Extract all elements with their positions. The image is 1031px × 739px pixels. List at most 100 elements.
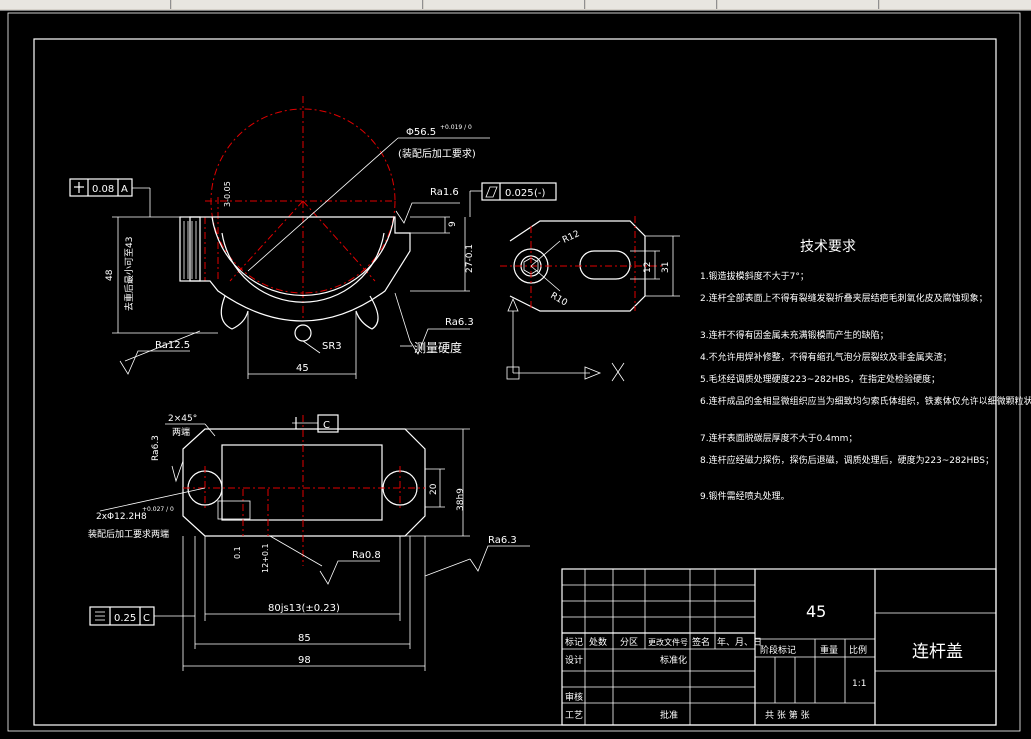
dim-small-2: 12+0.1 — [261, 543, 270, 573]
bore-dim: Φ56.5 — [406, 127, 436, 138]
flatness-tol-datum: A — [121, 184, 128, 195]
row-label: 年、月、日 — [717, 636, 762, 648]
dim-45: 45 — [296, 363, 309, 374]
tech-item: 7.连杆表面脱碳层厚度不大于0.4mm； — [700, 432, 857, 444]
tech-item: 6.连杆成品的金相显微组织应当为细致均匀索氏体组织，铁素体仅允许以细微颗粒状态存… — [700, 395, 1031, 407]
standardize-label: 标准化 — [660, 654, 687, 666]
hole-dim: 2xΦ12.2H8 — [96, 512, 147, 522]
dim-SR3: SR3 — [322, 341, 342, 352]
dim-R12: R12 — [561, 229, 581, 246]
bore-note: (装配后加工要求) — [398, 147, 476, 160]
roughness-top: Ra1.6 — [430, 187, 459, 198]
radial-line — [229, 200, 304, 282]
radial-line — [302, 200, 376, 282]
row-label: 更改文件号 — [648, 637, 688, 647]
tech-title: 技术要求 — [800, 239, 856, 255]
cylindricity-tol-frame — [481, 182, 557, 201]
bore-arc — [211, 216, 395, 296]
cad-toolbar[interactable] — [0, 0, 1031, 11]
inner-frame — [33, 38, 997, 726]
tech-item: 2.连杆全部表面上不得有裂缝发裂折叠夹层结疤毛刺氧化皮及腐蚀现象； — [700, 292, 988, 304]
dim-80: 80js13(±0.23) — [268, 603, 340, 614]
toolbar-segment[interactable] — [172, 0, 423, 9]
dim-20: 20 — [429, 483, 439, 495]
row-label: 标记 — [565, 636, 583, 648]
hole-tol: +0.027 / 0 — [142, 506, 174, 513]
roughness-symbol — [469, 545, 530, 572]
toolbar-segment[interactable] — [880, 0, 1031, 9]
cap-body-outline — [189, 216, 411, 322]
toolbar-segment[interactable] — [424, 0, 585, 9]
row-label: 签名 — [692, 636, 710, 648]
drawing-canvas[interactable]: Φ56.5 +0.019 / 0 (装配后加工要求) 0.08 A 3-0.05… — [0, 11, 1031, 739]
note-side: 去重后最小可至43 — [123, 237, 135, 311]
weight-label: 重量 — [820, 644, 838, 656]
roughness-front-left: Ra6.3 — [151, 435, 161, 461]
lug-left — [220, 295, 249, 330]
dim-height-side: 48 — [105, 269, 115, 281]
flatness-tol-frame — [69, 178, 133, 197]
material: 45 — [806, 602, 826, 621]
part-name: 连杆盖 — [912, 642, 963, 662]
title-block: 45 连杆盖 标记 处数 分区 更改文件号 签名 年、月、日 设计 标准化 审核… — [561, 568, 997, 726]
ucs-icon-box — [506, 366, 520, 380]
label-hardness: 测量硬度 — [414, 340, 462, 355]
datum-C: C — [323, 420, 330, 431]
view-side: R12 R10 12 31 — [500, 216, 680, 382]
scale-value: 1:1 — [852, 679, 866, 689]
row-label: 分区 — [620, 637, 638, 648]
cyl-tol-mod: (-) — [534, 188, 546, 199]
roughness-symbol — [319, 560, 380, 585]
outer-frame — [7, 12, 1021, 732]
view-top: Φ56.5 +0.019 / 0 (装配后加工要求) 0.08 A 3-0.05… — [69, 96, 557, 379]
approve-label: 批准 — [660, 709, 678, 721]
dim-27: 27-0.1 — [465, 244, 475, 273]
cylindricity-icon — [485, 186, 498, 198]
tech-requirements: 技术要求 1.锻造拔模斜度不大于7°； 2.连杆全部表面上不得有裂缝发裂折叠夹层… — [700, 239, 1031, 502]
roughness-symbol — [119, 350, 190, 375]
dim-9: 9 — [448, 221, 458, 227]
tech-item: 9.锻件需经喷丸处理。 — [700, 490, 790, 502]
hole-note: 装配后加工要求两端 — [88, 528, 169, 540]
reviewer-label: 审核 — [565, 691, 583, 703]
tech-item: 8.连杆应经磁力探伤，探伤后退磁，调质处理后，硬度为223~282HBS； — [700, 454, 994, 466]
process-label: 工艺 — [565, 710, 583, 721]
tech-item: 3.连杆不得有因金属未充满锻模而产生的缺陷； — [700, 329, 889, 341]
chamfer: 2×45° — [168, 414, 197, 424]
dim-98: 98 — [298, 655, 311, 666]
dim-31: 31 — [661, 262, 671, 273]
datum-C-frame — [317, 414, 339, 433]
stage-mark-label: 阶段标记 — [760, 644, 796, 656]
dim-R10: R10 — [549, 291, 570, 309]
tech-item: 4.不允许用焊补修整，不得有缩孔气泡分层裂纹及非金属夹渣； — [700, 351, 952, 363]
roughness-symbol — [395, 202, 460, 224]
scale-label: 比例 — [849, 644, 867, 656]
dim-12: 12 — [643, 262, 653, 273]
tech-item: 1.锻造拔模斜度不大于7°； — [700, 270, 809, 282]
dim-small-1: 0.1 — [233, 546, 242, 559]
flatness-bottom-value: 0.25 — [114, 613, 136, 624]
toolbar-segment[interactable] — [586, 0, 717, 9]
chamfer-note: 两端 — [172, 426, 190, 438]
leader-bore — [247, 137, 399, 272]
toolbar-segment[interactable] — [718, 0, 879, 9]
roughness-front-right: Ra6.3 — [488, 535, 517, 546]
roughness-mid: Ra0.8 — [352, 550, 381, 561]
designer-label: 设计 — [565, 654, 583, 666]
roughness-left: Ra12.5 — [155, 340, 190, 351]
bore-arc-inner — [221, 232, 385, 303]
side-slot — [579, 250, 631, 280]
lug-center-sr3 — [294, 324, 312, 342]
row-label: 处数 — [589, 636, 607, 648]
bore-tol: +0.019 / 0 — [440, 124, 472, 131]
roughness-symbol — [409, 328, 470, 355]
front-recess — [221, 444, 383, 521]
sheets: 共 张 第 张 — [765, 709, 810, 721]
view-front: C 2×45° 两端 Ra6.3 2xΦ12.2H8 +0.027 / 0 装配… — [88, 414, 530, 671]
dim-38: 38h9 — [456, 488, 466, 511]
tech-item: 5.毛坯经调质处理硬度223~282HBS，在指定处检验硬度； — [700, 373, 940, 385]
toolbar-segment[interactable] — [0, 0, 171, 9]
flatness-bottom-datum: C — [143, 613, 150, 624]
title-block-frame — [561, 568, 997, 726]
cyl-tol-value: 0.025 — [505, 188, 534, 199]
